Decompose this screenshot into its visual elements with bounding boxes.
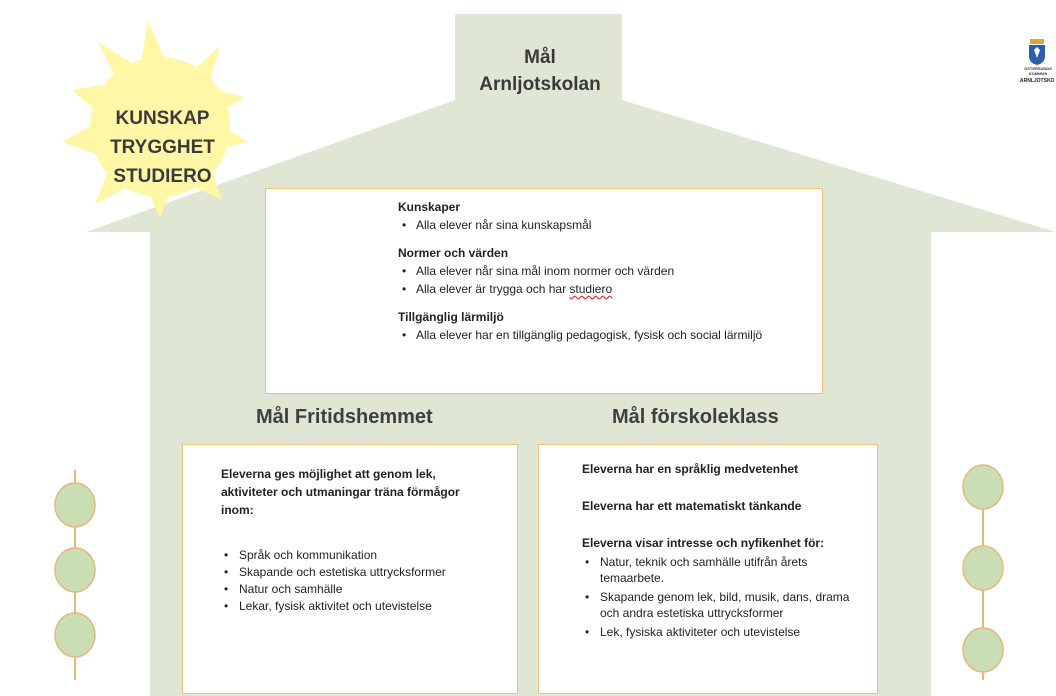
forskoleklass-list: Natur, teknik och samhälle utifrån årets… [582,554,871,640]
logo-text: ÖSTERSUNDS [1024,66,1052,71]
goal-section-title: Kunskaper [398,200,461,214]
goal-item-text: Alla elever är trygga och har [416,282,567,296]
title-line: Arnljotskolan [479,74,601,95]
sun-value: KUNSKAP [115,108,210,129]
goal-section: Normer och värden Alla elever når sina m… [398,246,822,298]
fritids-item: Lekar, fysisk aktivitet och utevistelse [221,598,501,615]
goal-list: Alla elever når sina kunskapsmål [398,216,822,234]
fritids-item: Natur och samhälle [221,581,501,598]
forskoleklass-heading: Mål förskoleklass [612,406,779,428]
goal-section-title: Normer och värden [398,246,509,260]
goal-item: Alla elever når sina kunskapsmål [398,216,811,234]
fritids-heading: Mål Fritidshemmet [256,406,433,428]
logo-name: ARNLJOTSKO [1020,78,1055,84]
forskoleklass-item: Skapande genom lek, bild, musik, dans, d… [582,589,871,621]
sun-values: KUNSKAP TRYGGHET STUDIERO [90,104,235,191]
goal-item: Alla elever har en tillgänglig pedagogis… [398,326,811,344]
goal-section: Tillgänglig lärmiljö Alla elever har en … [398,310,822,344]
sun-icon [62,20,248,218]
misspelled-word: studiero [569,282,613,296]
logo-text: KOMMUN [1028,71,1048,76]
forskoleklass-statement: Eleverna har ett matematiskt tänkande [582,499,802,513]
school-logo: ÖSTERSUNDS KOMMUN ARNLJOTSKO [1020,38,1056,128]
goal-item: Alla elever är trygga och har studiero [398,280,811,298]
fritids-intro: Eleverna ges möjlighet att genom lek, ak… [221,467,460,517]
coat-of-arms-icon [1029,39,1045,65]
school-goals-box: Kunskaper Alla elever når sina kunskapsm… [265,188,823,394]
page-title: Mål Arnljotskolan [440,44,640,98]
goal-list: Alla elever har en tillgänglig pedagogis… [398,326,822,344]
fritids-item: Språk och kommunikation [221,547,501,564]
fritids-item: Skapande och estetiska uttrycksformer [221,564,501,581]
forskoleklass-item: Lek, fysiska aktiviteter och utevistelse [582,624,871,640]
sun-value: STUDIERO [113,166,212,187]
tree-right-icon [962,464,1004,680]
forskoleklass-statement: Eleverna visar intresse och nyfikenhet f… [582,536,825,550]
fritids-list: Språk och kommunikation Skapande och est… [221,547,501,615]
goal-section: Kunskaper Alla elever når sina kunskapsm… [398,200,822,234]
sun-value: TRYGGHET [110,137,215,158]
goal-item: Alla elever når sina mål inom normer och… [398,262,811,280]
forskoleklass-goals-box: Eleverna har en språklig medvetenhet Ele… [538,444,878,694]
forskoleklass-statement: Eleverna har en språklig medvetenhet [582,462,799,476]
fritids-goals-box: Eleverna ges möjlighet att genom lek, ak… [182,444,518,694]
tree-left-icon [54,470,96,680]
title-line: Mål [524,47,556,68]
forskoleklass-item: Natur, teknik och samhälle utifrån årets… [582,554,871,586]
goal-list: Alla elever når sina mål inom normer och… [398,262,822,298]
goal-section-title: Tillgänglig lärmiljö [398,310,504,324]
